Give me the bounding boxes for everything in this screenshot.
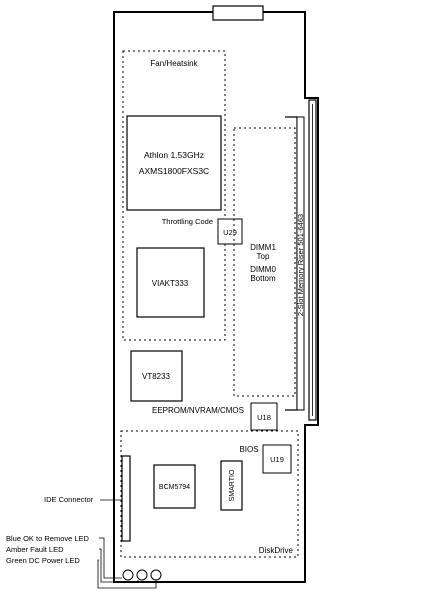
led-amber-leader (99, 548, 139, 583)
dimm1-position: Top (257, 252, 270, 261)
u18-label: U18 (257, 413, 271, 422)
fan-heatsink-label: Fan/Heatsink (150, 59, 198, 68)
led-green-leader (97, 559, 157, 589)
led-amber-label: Amber Fault LED (6, 545, 64, 554)
led-blue-label: Blue OK to Remove LED (6, 534, 90, 543)
u29-label: U29 (223, 228, 237, 237)
fan-heatsink-region (122, 50, 226, 341)
riser-label: 2-Slot Memory Riser 501-6463 (296, 214, 305, 316)
top-tab (212, 5, 264, 21)
bios-label: BIOS (239, 445, 258, 454)
dimm0-label: DIMM0 (250, 265, 276, 274)
smartio-label: SMARTIO (229, 469, 236, 501)
led-amber (136, 569, 148, 581)
u29-chip (217, 218, 243, 245)
led-green-label: Green DC Power LED (6, 556, 80, 565)
ide-connector-label: IDE Connector (44, 495, 94, 504)
dimm1-label: DIMM1 (250, 243, 276, 252)
cpu-label-1: Athlon 1.53GHz (144, 150, 204, 160)
vt-chip (130, 350, 183, 402)
dimm0-position: Bottom (250, 274, 276, 283)
led-blue-leader (99, 537, 122, 579)
u18-chip (250, 402, 278, 431)
throttling-code-label: Throttling Code (162, 217, 213, 226)
bcm-chip (153, 464, 196, 509)
dimm-region (233, 127, 296, 397)
eeprom-label: EEPROM/NVRAM/CMOS (152, 406, 244, 415)
u19-label: U19 (270, 455, 284, 464)
smartio-chip (220, 460, 243, 511)
cpu-chip (126, 115, 222, 211)
riser-slot-outer (296, 116, 305, 411)
led-green (150, 569, 162, 581)
via-chip-label: VIAKT333 (152, 279, 189, 288)
led-blue (122, 569, 134, 581)
bcm-chip-label: BCM5794 (159, 484, 190, 491)
via-chip (136, 247, 205, 318)
diskdrive-region (120, 430, 299, 558)
u19-chip (262, 444, 292, 474)
cpu-label-2: AXMS1800FXS3C (139, 166, 209, 176)
diskdrive-label: DiskDrive (259, 546, 294, 555)
ide-connector (121, 455, 131, 542)
board-outline (113, 11, 319, 583)
vt-chip-label: VT8233 (142, 372, 171, 381)
